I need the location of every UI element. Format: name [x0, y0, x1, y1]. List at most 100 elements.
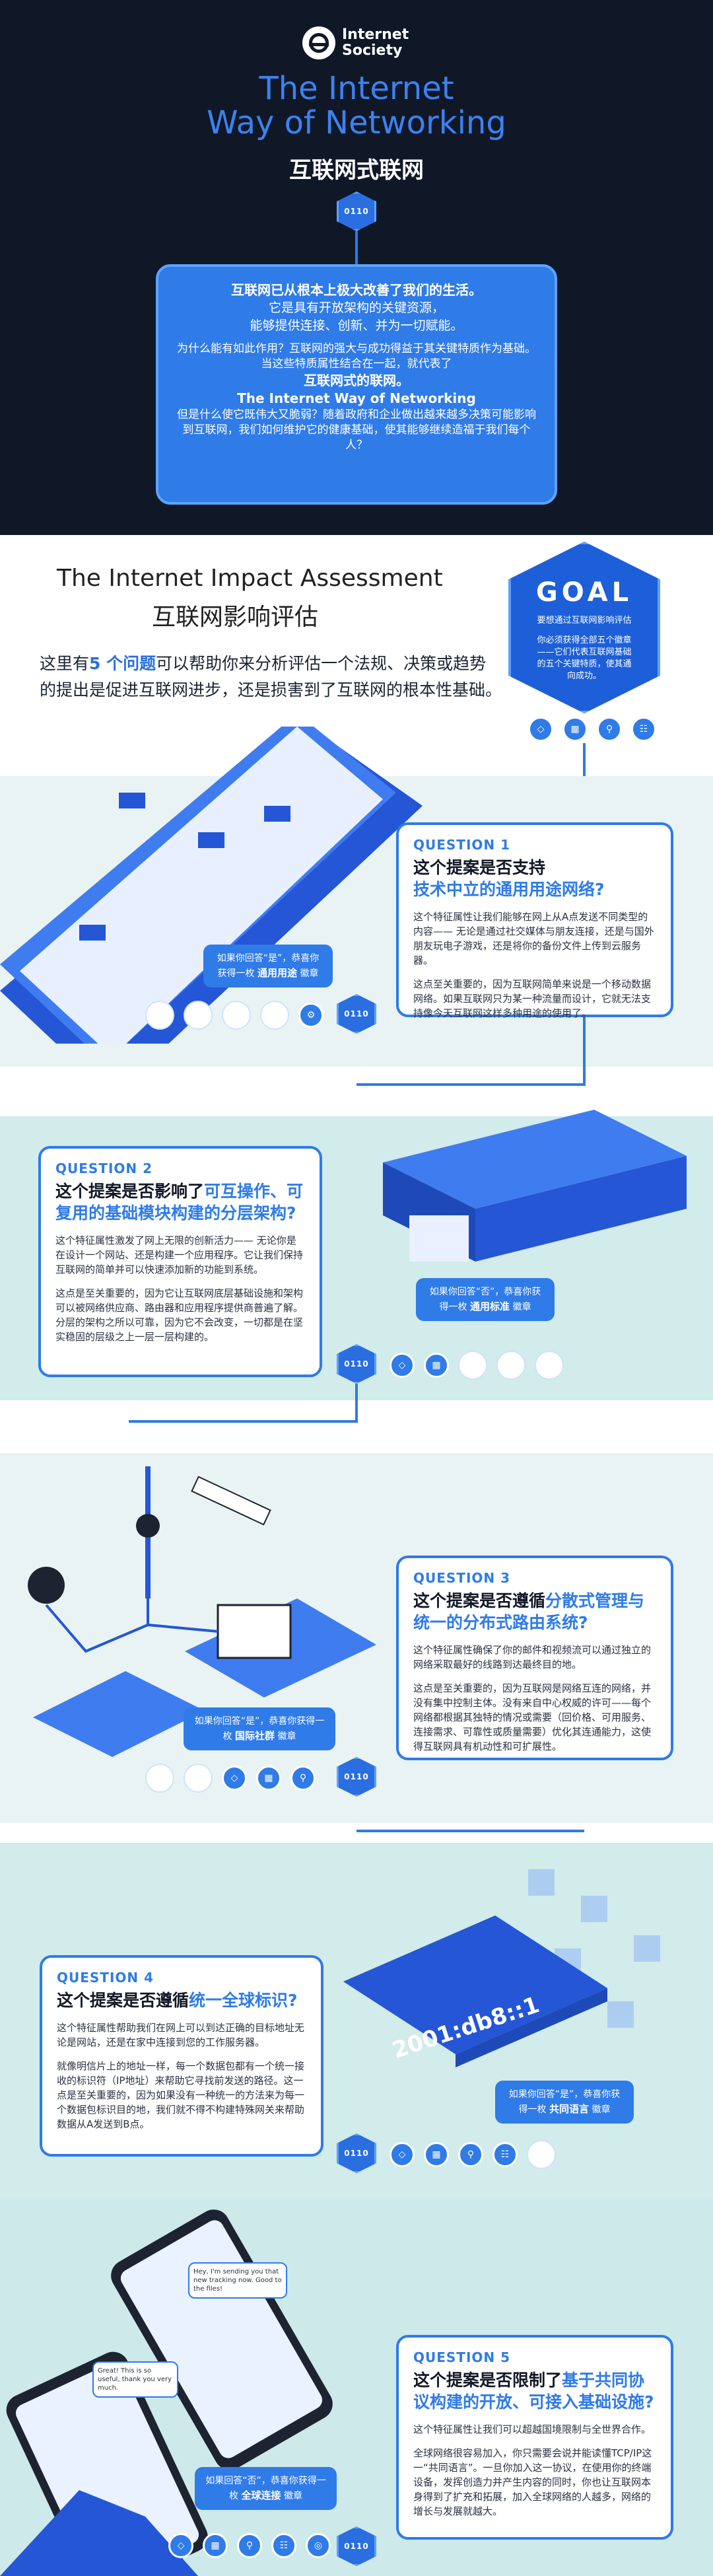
- intro-line4: 为什么能有如此作用？互联网的强大与成功得益于其关键特质作为基础。当这些特质属性结…: [177, 342, 536, 371]
- question2-title: 这个提案是否影响了可互操作、可复用的基础模块构建的分层架构?: [55, 1180, 305, 1224]
- badge-icon-1: ◇: [168, 2533, 193, 2558]
- hero-title-line1: The Internet: [259, 70, 454, 107]
- question4-badge-note: 如果你回答“是”，恭喜你获得一枚 共同语言 徽章: [495, 2081, 634, 2124]
- question3-badge-note: 如果你回答“是”，恭喜你获得一枚 国际社群 徽章: [184, 1707, 335, 1750]
- question5-paragraph2: 全球网络很容易加入，你只需要会说并能读懂TCP/IP这一“共同语言”。一旦你加入…: [413, 2447, 652, 2517]
- connector-line: [356, 1830, 584, 1832]
- question5-paragraph1: 这个特征属性让我们可以超越国境限制与全世界合作。: [413, 2423, 652, 2435]
- question1-badge-note: 如果你回答“是”，恭喜你获得一枚 通用用途 徽章: [203, 945, 333, 987]
- question2-paragraph2: 这点是至关重要的，因为它让互联网底层基础设施和架构可以被网络供应商、路由器和应用…: [55, 1287, 304, 1343]
- q2-badge-post: 徽章: [512, 1302, 531, 1312]
- binary-chip-icon: 0110: [337, 192, 376, 231]
- q4-badge-pre: 如果你回答“是”，恭喜你获得一枚: [508, 2089, 621, 2115]
- binary-chip-icon: 0110: [337, 1757, 376, 1797]
- goal-badge-row: ◇ ▦ ⚲ ☷: [528, 717, 656, 742]
- q2-badge-pre: 如果你回答“否”，恭喜你获得一枚: [429, 1287, 541, 1312]
- q5-badge-post: 徽章: [283, 2491, 302, 2501]
- open-standards-badge-icon: ▦: [424, 1353, 449, 1378]
- badge-icon-3: ⚲: [458, 2142, 483, 2167]
- internet-society-logo[interactable]: Internet Society: [302, 26, 409, 59]
- ip-address-illustration: [343, 1869, 660, 2067]
- hero-section: Internet Society The Internet Way of Net…: [0, 0, 713, 535]
- question1-badge-row: ⚙: [145, 1001, 323, 1030]
- binary-chip-icon: 0110: [337, 2526, 376, 2566]
- q1-title-highlight: 技术中立的通用用途网络?: [413, 880, 605, 899]
- question1-title: 这个提案是否支持技术中立的通用用途网络?: [413, 857, 656, 900]
- chip-label: 0110: [344, 2542, 369, 2551]
- assessment-title-en: The Internet Impact Assessment: [57, 565, 443, 592]
- chip-label: 0110: [344, 207, 369, 216]
- badge-icon-2: ▦: [562, 717, 588, 742]
- empty-badge-slot: [145, 1001, 174, 1030]
- badge-icon-4: ☷: [631, 717, 656, 742]
- q1-badge-pre: 如果你回答“是”，恭喜你获得一枚: [217, 953, 320, 979]
- question3-paragraph2: 这点是至关重要的，因为互联网是网络互连的网络，并没有集中控制主体。没有来自中心权…: [413, 1682, 652, 1752]
- chip-label: 0110: [344, 1359, 369, 1369]
- question5-badge-note: 如果回答“否”，恭喜你获得一枚 全球连接 徽章: [195, 2467, 337, 2510]
- question5-badge-row: ◇ ▦ ⚲ ☷ ◎: [168, 2533, 331, 2558]
- global-community-badge-icon: ⚲: [290, 1766, 316, 1791]
- q3-title-pre: 这个提案是否遵循: [413, 1591, 546, 1610]
- question2-badge-note: 如果你回答“否”，恭喜你获得一枚 通用标准 徽章: [416, 1278, 555, 1321]
- connector-line: [583, 1017, 586, 1086]
- common-language-badge-icon: ☷: [492, 2142, 518, 2167]
- connector-line: [129, 1420, 356, 1423]
- globe-icon: [302, 26, 335, 59]
- logo-text-line1: Internet: [342, 26, 409, 43]
- intro-line3: 能够提供连接、创新、并为一切赋能。: [250, 318, 463, 333]
- badge-icon-1: ◇: [222, 1766, 247, 1791]
- q3-badge-post: 徽章: [277, 1731, 296, 1742]
- question2-number: QUESTION 2: [55, 1161, 153, 1176]
- badge-icon-4: ☷: [271, 2533, 296, 2558]
- q5-badge-highlight: 全球连接: [241, 2489, 281, 2501]
- question3-paragraph1: 这个特征属性确保了你的邮件和视频流可以通过独立的网络采取最好的线路到达最终目的地…: [413, 1644, 652, 1670]
- badge-icon-2: ▦: [203, 2533, 228, 2558]
- empty-badge-slot: [458, 1351, 487, 1380]
- phones-illustration: [0, 2209, 333, 2576]
- q5-badge-pre: 如果回答“否”，恭喜你获得一枚: [205, 2476, 326, 2501]
- intro-line7: 但是什么使它既伟大又脆弱？随着政府和企业做出越来越多决策可能影响到互联网，我们如…: [177, 408, 536, 452]
- general-purpose-badge-icon: ⚙: [298, 1003, 323, 1028]
- question4-paragraph2: 就像明信片上的地址一样，每一个数据包都有一个统一接收的标识符（IP地址）来帮助它…: [57, 2060, 305, 2130]
- question4-card: QUESTION 4 这个提案是否遵循统一全球标识? 这个特征属性帮助我们在网上…: [40, 1955, 323, 2157]
- badge-icon-2: ▦: [256, 1766, 281, 1791]
- empty-badge-slot: [222, 1001, 251, 1030]
- q4-badge-highlight: 共同语言: [549, 2103, 589, 2115]
- connector-line: [355, 1384, 358, 1423]
- chip-label: 0110: [344, 1009, 369, 1019]
- logo-text-line2: Society: [342, 42, 403, 59]
- question5-card: QUESTION 5 这个提案是否限制了基于共同协议构建的开放、可接入基础设施?…: [396, 2335, 673, 2540]
- q2-title-highlight: 可互操作、可复用的基础模块构建的分层架构?: [55, 1182, 304, 1223]
- empty-badge-slot: [496, 1351, 526, 1380]
- intro-line5: 互联网式的联网。: [304, 373, 409, 388]
- goal-line1: 要想通过互联网影响评估: [537, 616, 632, 626]
- connector-line: [355, 231, 358, 266]
- badge-icon-3: ⚲: [597, 717, 622, 742]
- badge-icon-3: ⚲: [237, 2533, 262, 2558]
- chat-message-1: Hey, I'm sending you that new tracking n…: [188, 2262, 287, 2299]
- highway-illustration: [0, 727, 423, 1044]
- empty-badge-slot: [535, 1351, 564, 1380]
- question3-card: QUESTION 3 这个提案是否遵循分散式管理与统一的分布式路由系统? 这个特…: [396, 1556, 673, 1760]
- question3-badge-row: ◇ ▦ ⚲: [145, 1764, 316, 1793]
- question4-number: QUESTION 4: [57, 1970, 154, 1986]
- chat-message-2: Great! This is so useful, thank you very…: [92, 2361, 178, 2398]
- hero-title-cn: 互联网式联网: [289, 157, 424, 184]
- q4-badge-post: 徽章: [592, 2104, 611, 2115]
- chip-label: 0110: [344, 1772, 369, 1781]
- connector-line: [356, 1083, 584, 1086]
- network-map-illustration: [28, 1466, 376, 1757]
- empty-badge-slot: [184, 1001, 213, 1030]
- empty-badge-slot: [527, 2140, 556, 2169]
- question1-number: QUESTION 1: [413, 837, 511, 853]
- question1-card: QUESTION 1 这个提案是否支持技术中立的通用用途网络? 这个特征属性让我…: [396, 822, 673, 1019]
- badge-icon-1: ◇: [390, 1353, 415, 1378]
- desc-highlight: 5 个问题: [89, 654, 156, 673]
- question2-card: QUESTION 2 这个提案是否影响了可互操作、可复用的基础模块构建的分层架构…: [38, 1146, 322, 1377]
- q2-title-pre: 这个提案是否影响了: [55, 1182, 205, 1201]
- hero-title: The Internet Way of Networking: [0, 71, 713, 140]
- q5-title-pre: 这个提案是否限制了: [413, 2371, 562, 2390]
- empty-badge-slot: [260, 1001, 289, 1030]
- question3-title: 这个提案是否遵循分散式管理与统一的分布式路由系统?: [413, 1590, 656, 1633]
- intro-line2: 它是具有开放架构的关键资源，: [268, 301, 444, 315]
